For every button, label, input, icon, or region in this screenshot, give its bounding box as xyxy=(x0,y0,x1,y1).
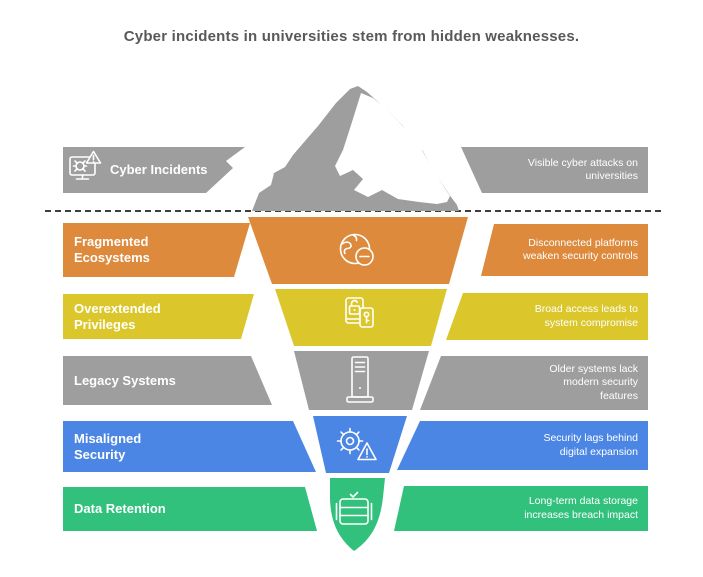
row-misaligned-security-right-banner xyxy=(397,421,648,470)
row-data-retention-right-banner xyxy=(394,486,648,531)
row-cyber-incidents-left-banner xyxy=(63,147,245,193)
row-label-data-retention: Data Retention xyxy=(74,501,166,516)
row-overextended-privileges-left-banner xyxy=(63,294,254,339)
row-legacy-systems-left-banner xyxy=(63,356,272,405)
row-data-retention-left-banner xyxy=(63,487,317,531)
row-desc-text: Older systems lack modern security featu… xyxy=(549,362,638,402)
row-data-retention-center-tip xyxy=(330,478,385,551)
row-misaligned-security-left-banner xyxy=(63,421,316,472)
row-desc-overextended-privileges: Broad access leads to system compromise xyxy=(513,293,638,340)
row-legacy-systems-right-banner xyxy=(420,356,648,410)
disconnected-globe-icon xyxy=(339,233,374,266)
database-check-icon xyxy=(335,491,373,525)
legacy-server-icon xyxy=(346,356,374,403)
page-title: Cyber incidents in universities stem fro… xyxy=(123,28,580,45)
row-label-cyber-incidents: Cyber Incidents xyxy=(110,162,208,177)
row-desc-text: Security lags behind digital expansion xyxy=(543,432,638,458)
row-label-legacy-systems: Legacy Systems xyxy=(74,372,176,388)
row-desc-text: Disconnected platforms weaken security c… xyxy=(523,236,638,263)
credentials-key-icon xyxy=(345,297,374,328)
row-fragmented-ecosystems-right-banner xyxy=(481,224,648,276)
iceberg-peak-facet xyxy=(335,93,450,204)
row-cyber-incidents-right-banner xyxy=(461,147,648,193)
gear-warning-icon xyxy=(336,427,377,461)
row-desc-fragmented-ecosystems: Disconnected platforms weaken security c… xyxy=(518,224,638,276)
compromised-computer-icon xyxy=(69,150,102,180)
row-desc-cyber-incidents: Visible cyber attacks on universities xyxy=(508,147,638,193)
row-misaligned-security-center xyxy=(313,416,407,473)
row-label-fragmented-ecosystems: Fragmented Ecosystems xyxy=(74,234,150,265)
row-label-overextended-privileges: Overextended Privileges xyxy=(74,300,161,332)
row-desc-text: Broad access leads to system compromise xyxy=(534,303,638,329)
row-overextended-privileges-right-banner xyxy=(446,293,648,340)
row-desc-misaligned-security: Security lags behind digital expansion xyxy=(518,421,638,470)
row-label-misaligned-security: Misaligned Security xyxy=(74,430,142,462)
row-desc-text: Visible cyber attacks on universities xyxy=(527,156,638,183)
row-desc-legacy-systems: Older systems lack modern security featu… xyxy=(528,356,638,410)
row-desc-data-retention: Long-term data storage increases breach … xyxy=(503,486,638,531)
row-legacy-systems-center xyxy=(294,351,429,410)
row-fragmented-ecosystems-left-banner xyxy=(63,223,250,277)
row-desc-text: Long-term data storage increases breach … xyxy=(524,495,638,521)
